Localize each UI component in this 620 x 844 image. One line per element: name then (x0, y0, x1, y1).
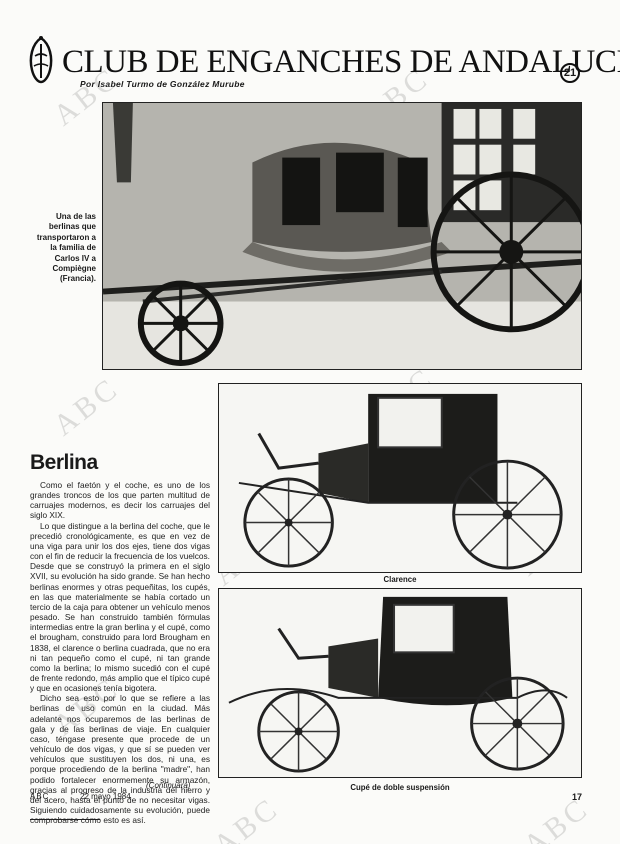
clarence-illustration (218, 383, 582, 573)
article-paragraph: Lo que distingue a la berlina del coche,… (30, 520, 210, 694)
horseshoe-emblem-icon (29, 36, 53, 84)
article-paragraph: Dicho sea esto por lo que se refiere a l… (30, 693, 210, 826)
continues-note: (Continuará) (146, 781, 191, 790)
author-byline: Por Isabel Turmo de González Murube (80, 79, 245, 89)
section-heading: Berlina (30, 451, 98, 474)
berlina-photo (102, 102, 582, 370)
watermark: ABC (47, 370, 126, 443)
footer-divider (30, 819, 100, 820)
article-paragraph: Como el faetón y el coche, es uno de los… (30, 480, 210, 521)
publication-date: 22 mayo 1984 (80, 792, 131, 801)
watermark: ABC (207, 790, 286, 844)
publication-name: ABC (30, 792, 50, 801)
cupe-caption: Cupé de doble suspensión (350, 783, 450, 792)
watermark: ABC (517, 790, 596, 844)
photo-caption: Una de las berlinas que transportaron a … (36, 212, 96, 284)
clarence-caption: Clarence (383, 575, 417, 584)
installment-number-badge: 21 (560, 63, 580, 83)
cupe-illustration (218, 588, 582, 778)
page-number: 17 (572, 792, 583, 802)
article-body: Como el faetón y el coche, es uno de los… (30, 480, 210, 825)
page-title: CLUB DE ENGANCHES DE ANDALUCIA (62, 44, 620, 80)
